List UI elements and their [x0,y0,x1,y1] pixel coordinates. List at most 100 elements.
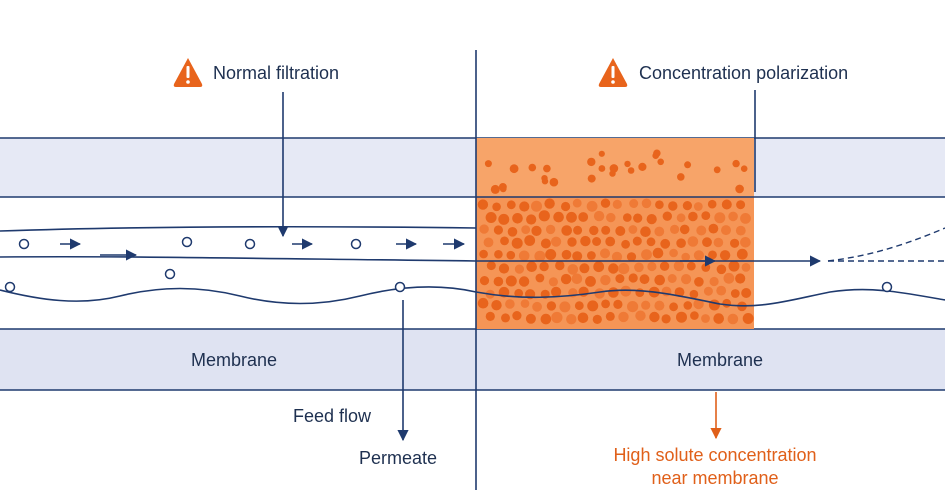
solute-particle [501,313,510,323]
solute-particle [719,250,731,261]
solute-particle [579,263,590,274]
solute-particle [493,225,503,235]
solute-particle [670,224,680,234]
solute-particle [592,314,602,324]
solute-particle [669,302,678,312]
membrane-label-right: Membrane [677,350,763,370]
solute-particle [669,248,678,258]
solute-particle [646,214,657,225]
solute-particle [674,287,685,297]
solute-particle [740,213,751,224]
solute-particle [713,237,724,248]
solute-particle [736,200,746,210]
solute-particle [611,251,623,262]
solute-particle [534,250,546,262]
solute-particle [551,286,562,297]
solute-particle [498,213,510,225]
solute-particle [571,273,583,285]
solute-particle [593,261,605,273]
membrane-band [0,329,945,390]
solute-particle [519,201,530,212]
solute-particle [635,310,646,321]
solute-particle [551,236,562,247]
particle [394,281,406,293]
high-solute-label-line2: near membrane [651,468,778,488]
solute-particle [639,274,650,285]
solute-particle [621,239,630,249]
solute-particle [551,311,563,324]
solute-particle [693,298,704,310]
solute-particle [526,214,537,225]
solute-particle [736,248,748,260]
solute-particle [681,274,692,285]
solute-particle [615,274,625,284]
solute-particle [716,264,727,275]
solute-particle [526,261,537,273]
solute-particle [477,297,489,309]
solute-particle [594,288,605,299]
particle [4,281,16,293]
solute-particle [654,226,665,237]
solute-particles [477,149,754,325]
particle [181,236,193,248]
solute-particle [659,261,670,271]
solute-particle [713,166,721,174]
solute-particle [506,200,516,210]
solute-particle [635,288,645,297]
solute-particle [708,250,717,260]
solute-particle [531,200,542,212]
solute-particle [615,226,626,236]
solute-particle [703,286,713,296]
concentration-polarization-label: Concentration polarization [639,63,848,83]
solute-particle [707,199,717,209]
solute-particle [708,299,720,311]
solute-particle [555,260,565,271]
solute-particle [612,199,622,209]
solute-particle [511,237,523,249]
solute-particle [708,223,719,234]
solute-particle [608,263,619,274]
solute-particle [601,299,610,309]
solute-particle [479,224,489,234]
solute-particle [485,212,497,223]
solute-particle [730,238,740,248]
solute-particle [702,237,712,248]
feed-flow-label: Feed flow [293,406,372,426]
solute-particle [540,313,552,325]
solute-particle [589,225,599,236]
permeate-label: Permeate [359,448,437,468]
solute-particle [587,157,596,167]
solute-particle [620,285,632,297]
solute-particle [654,274,665,286]
solute-particle [561,249,572,260]
solute-particle [479,276,490,286]
solute-particle [524,235,536,246]
solute-particle [627,301,639,313]
solute-particle [484,160,492,168]
solute-particle [512,311,522,321]
solute-particle [687,236,699,247]
solute-particle [677,173,685,181]
solute-particle [722,298,732,308]
solute-particle [598,165,606,172]
solute-particle [499,185,507,193]
solute-particle [541,178,549,185]
solute-particle [514,264,525,274]
solute-particle [661,314,671,324]
solute-particle [498,263,510,274]
solute-particle [684,161,692,169]
solute-particle [641,300,651,310]
solute-particle [713,313,724,324]
solute-particle [689,289,699,299]
solute-particle [690,311,699,320]
solute-particle [543,164,551,173]
solute-particle [660,238,671,249]
warning-icon [598,58,628,87]
solute-particle [544,198,555,209]
solute-particle [740,165,748,172]
solute-particle [608,287,619,298]
high-solute-label-line1: High solute concentration [613,445,816,465]
solute-particle [632,236,642,246]
solute-particle [628,273,638,283]
solute-particle [586,200,598,212]
